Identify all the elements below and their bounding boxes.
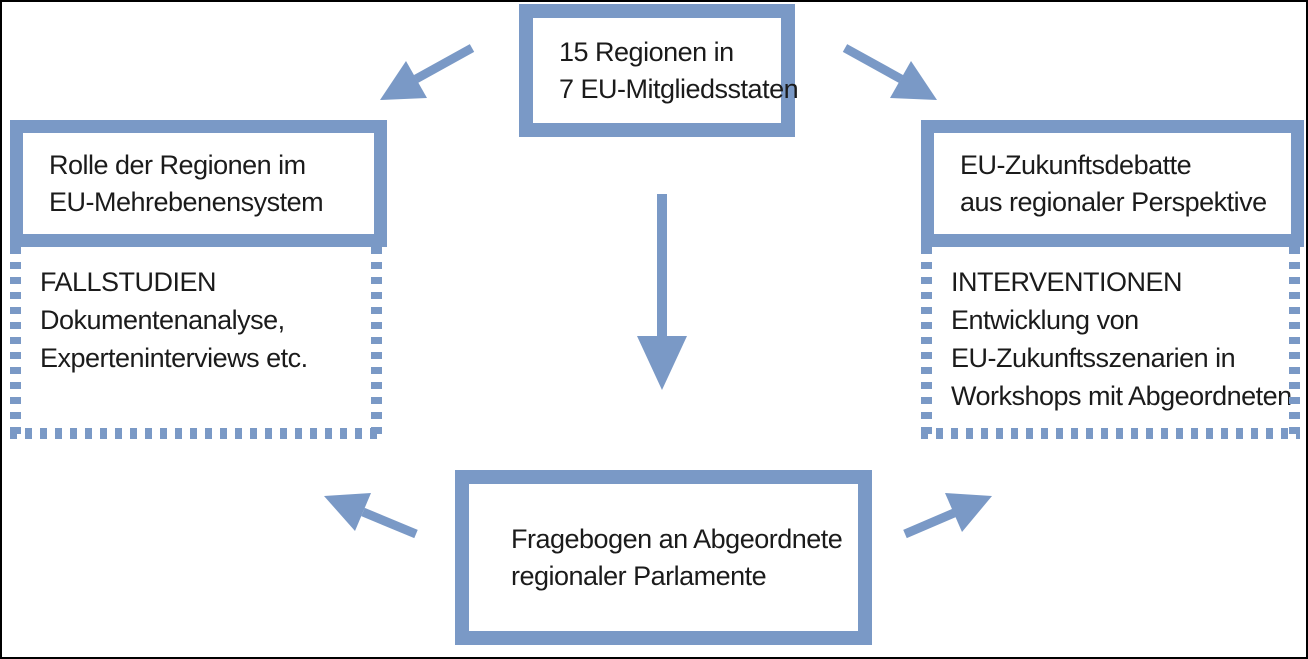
right-dashed-line-1: INTERVENTIONEN (951, 267, 1183, 297)
arrow-up-left-icon (324, 493, 418, 539)
right-dashed-line-3: EU-Zukunftsszenarien in (951, 343, 1236, 373)
left-dashed-box-case-studies: FALLSTUDIEN Dokumentenanalyse, Experteni… (10, 247, 382, 439)
left-dashed-line-3: Experteninterviews etc. (40, 343, 308, 373)
left-dashed-line-2: Dokumentenanalyse, (40, 305, 285, 335)
left-box-line-1: Rolle der Regionen im (49, 149, 306, 180)
dashed-border-left (10, 247, 21, 439)
right-box-line-2: aus regionaler Perspektive (960, 186, 1267, 217)
arrow-up-right-icon (903, 493, 992, 539)
bottom-box-line-1: Fragebogen an Abgeordnete (511, 523, 843, 554)
arrow-down-right-icon (842, 44, 937, 100)
bottom-box-questionnaire: Fragebogen an Abgeordnete regionaler Par… (455, 470, 872, 645)
dashed-border-left (921, 247, 932, 439)
dashed-border-bottom (10, 428, 382, 439)
right-dashed-line-4: Workshops mit Abgeordneten (951, 381, 1292, 411)
top-box-line-2: 7 EU-Mitgliedsstaten (559, 73, 799, 104)
left-dashed-line-1: FALLSTUDIEN (40, 267, 217, 297)
left-box-role-of-regions: Rolle der Regionen im EU-Mehrebenensyste… (10, 120, 387, 247)
bottom-box-line-2: regionaler Parlamente (511, 560, 767, 591)
right-box-line-1: EU-Zukunftsdebatte (960, 149, 1192, 180)
left-box-line-2: EU-Mehrebenensystem (49, 186, 324, 217)
right-box-eu-future-debate: EU-Zukunftsdebatte aus regionaler Perspe… (921, 120, 1304, 247)
top-box-line-1: 15 Regionen in (559, 36, 734, 67)
arrow-down-left-icon (380, 44, 475, 100)
right-dashed-line-2: Entwicklung von (951, 305, 1139, 335)
dashed-border-bottom (921, 428, 1300, 439)
arrow-down-icon (637, 194, 687, 390)
top-box-regions: 15 Regionen in 7 EU-Mitgliedsstaten (519, 4, 799, 137)
right-dashed-box-interventions: INTERVENTIONEN Entwicklung von EU-Zukunf… (921, 247, 1300, 439)
